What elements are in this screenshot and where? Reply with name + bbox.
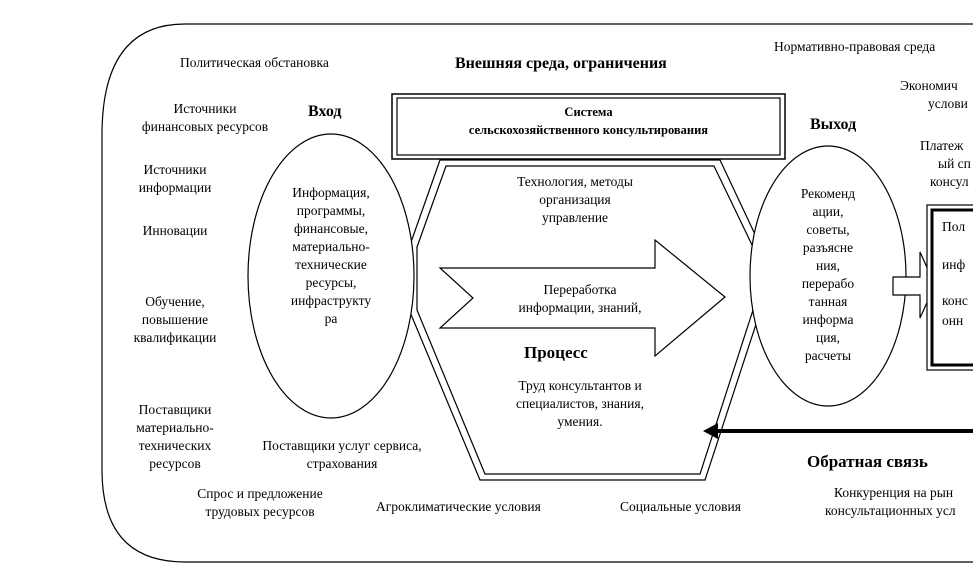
service-suppliers: Поставщики услуг сервиса, страхования (262, 438, 422, 471)
labor-supply-demand: Спрос и предложение трудовых ресурсов (197, 486, 323, 519)
environment-frame (101, 23, 973, 563)
process-title: Процесс (524, 343, 588, 362)
output-ellipse (749, 145, 907, 407)
input-ellipse-text: Информация, программы, финансовые, матер… (290, 185, 372, 326)
hexagon-top-text: Технология, методы организация управлени… (517, 174, 633, 225)
right-box-inner (930, 208, 973, 367)
output-ellipse-text: Рекоменд ации, советы, разъясне ния, пер… (800, 186, 856, 363)
finance-sources: Источники финансовых ресурсов (141, 101, 269, 134)
feedback-title: Обратная связь (807, 452, 928, 471)
feedback-arrowhead (703, 423, 718, 439)
solvency-demand: Платеж ый сп консул (920, 138, 971, 189)
political-situation: Политическая обстановка (180, 55, 329, 70)
agroclimatic-conditions: Агроклиматические условия (376, 499, 541, 514)
info-sources: Источники информации (138, 162, 212, 195)
output-title: Выход (810, 116, 857, 133)
arrow-text: Переработка информации, знаний, (518, 282, 642, 315)
system-box-inner (396, 97, 781, 156)
innovations: Инновации (142, 223, 208, 238)
processing-arrow (438, 238, 726, 358)
social-conditions: Социальные условия (620, 499, 741, 514)
economic-conditions: Экономич услови (900, 78, 968, 111)
input-ellipse (247, 133, 415, 419)
hexagon-bottom-text: Труд консультантов и специалистов, знани… (516, 378, 644, 429)
system-box-outer (391, 93, 786, 160)
system-box-label: Система сельскохозяйственного консультир… (468, 105, 709, 137)
material-suppliers: Поставщики материально- технических ресу… (136, 402, 214, 471)
right-box-outer (926, 204, 973, 371)
environment-title: Внешняя среда, ограничения (455, 55, 667, 72)
process-hexagon-inner (416, 165, 754, 475)
training: Обучение, повышение квалификации (133, 294, 217, 345)
normative-legal-environment: Нормативно-правовая среда (774, 39, 936, 54)
right-box-text: Пол инф конс онн (942, 219, 968, 328)
market-competition: Конкуренция на рын консультационных усл (825, 485, 956, 518)
input-title: Вход (308, 103, 342, 120)
